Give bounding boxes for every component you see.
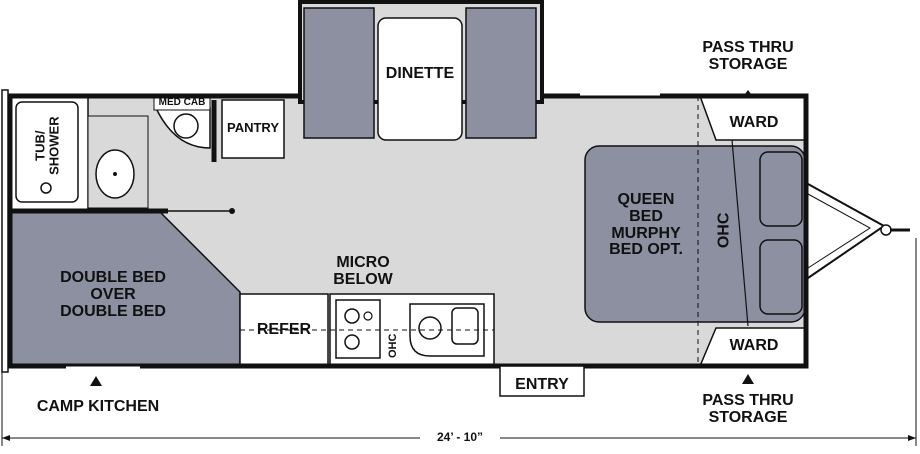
murphy-line bbox=[731, 139, 749, 327]
pantry-box bbox=[221, 99, 285, 159]
pillow bbox=[759, 239, 803, 315]
hitch-ball-icon bbox=[880, 224, 892, 236]
ward-bottom-label: WARD bbox=[729, 337, 779, 354]
burner-icon bbox=[344, 334, 360, 350]
toilet-center bbox=[113, 172, 117, 176]
sink-basin-icon bbox=[451, 307, 479, 345]
micro-below-label: MICRO BELOW bbox=[333, 254, 393, 288]
dinette-seat-left bbox=[303, 7, 375, 139]
ward-top-label: WARD bbox=[729, 114, 779, 131]
dimension-arrow-right bbox=[908, 435, 916, 441]
burner-icon bbox=[344, 308, 360, 324]
dinette-table bbox=[377, 17, 463, 141]
tub-drain-icon bbox=[40, 182, 52, 194]
door-knob-icon bbox=[229, 208, 235, 214]
ohc-bed-label: OHC bbox=[715, 212, 733, 249]
pantry-label: PANTRY bbox=[227, 120, 279, 135]
double-bed-label: DOUBLE BED OVER DOUBLE BED bbox=[60, 269, 166, 320]
arrow-up-icon bbox=[90, 376, 102, 386]
sink-basin-icon bbox=[418, 316, 442, 340]
tub bbox=[15, 101, 79, 203]
hitch-frame-inner bbox=[807, 193, 871, 269]
entry-label: ENTRY bbox=[515, 376, 569, 393]
camp-kitchen-label: CAMP KITCHEN bbox=[36, 398, 160, 415]
entry-step bbox=[499, 365, 585, 397]
pass-thru-storage-top-label: PASS THRU STORAGE bbox=[702, 39, 794, 73]
dinette-seat-right bbox=[465, 7, 537, 139]
tub-shower-label: TUB/ SHOWER bbox=[32, 116, 61, 175]
dimension-label-bg bbox=[420, 430, 500, 446]
stove bbox=[335, 299, 381, 359]
med-cab-label: MED CAB bbox=[158, 97, 206, 108]
pillow bbox=[759, 151, 803, 227]
burner-icon bbox=[363, 311, 373, 321]
dinette-label: DINETTE bbox=[385, 65, 455, 82]
arrow-up-icon bbox=[742, 374, 754, 384]
arrow-up-icon bbox=[742, 90, 754, 98]
front-cap bbox=[1, 89, 9, 373]
hitch-frame bbox=[807, 183, 886, 279]
exterior-wall bbox=[7, 93, 809, 369]
dimension-label: 24’ - 10” bbox=[436, 430, 484, 444]
sink-icon bbox=[173, 113, 199, 139]
dimension-arrow-left bbox=[2, 435, 10, 441]
pass-thru-storage-bottom-label: PASS THRU STORAGE bbox=[702, 392, 794, 426]
refer-label: REFER bbox=[256, 321, 312, 338]
queen-bed-label: QUEEN BED MURPHY BED OPT. bbox=[609, 191, 683, 259]
ohc-kitchen-label: OHC bbox=[387, 333, 400, 359]
